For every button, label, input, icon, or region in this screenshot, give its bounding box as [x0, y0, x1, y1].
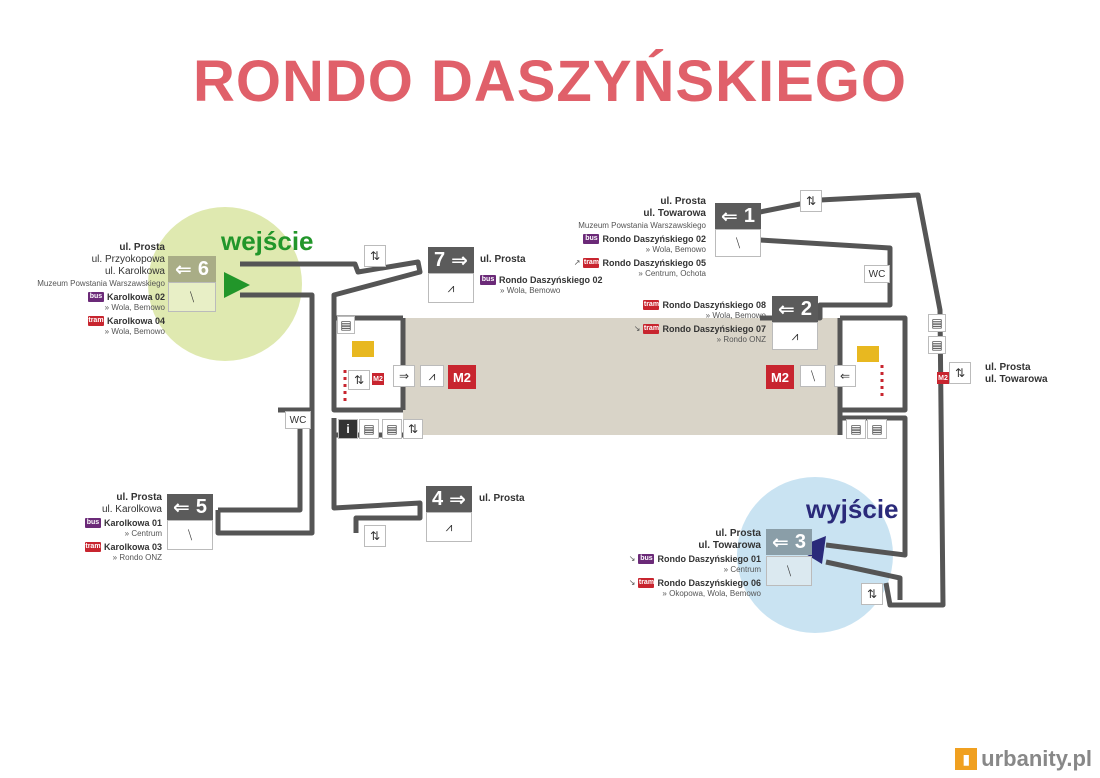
exit-7-sign: 7⇒: [428, 247, 474, 273]
exit-1-label: ul. Prosta ul. Towarowa Muzeum Powstania…: [540, 196, 706, 280]
exit-arrow-icon: ⇒: [449, 488, 466, 511]
ticket-machine-icon: ▤: [928, 336, 946, 354]
entrance-callout: wejście: [221, 226, 314, 256]
urbanity-logo-icon: ▮: [955, 748, 978, 770]
info-icon: i: [338, 419, 358, 439]
ticket-machine-icon: ▤: [337, 316, 355, 334]
exit-arrow-icon: ⇒: [451, 249, 468, 272]
exit-4-label: ul. Prosta: [479, 493, 525, 504]
elevator-icon: ⇅: [800, 190, 822, 212]
ticket-machine-icon: ▤: [867, 419, 887, 439]
stairs-icon: ⩘: [420, 365, 444, 387]
elevator-icon: ⇅: [403, 419, 423, 439]
side-street-label: ul. Prosta ul. Towarowa: [985, 362, 1048, 385]
escalator-icon: ⧹: [800, 365, 826, 387]
wc-sign-left: WC: [285, 411, 311, 429]
ticket-machine-icon: ▤: [359, 419, 379, 439]
exit-arrow-icon: ⇐: [173, 496, 190, 519]
exit-arrow-icon: ⇐: [772, 531, 789, 554]
metro-mini-sign-right: M2: [937, 372, 949, 384]
exit-5-sign: ⇐5: [167, 494, 213, 520]
map-title: RONDO DASZYŃSKIEGO: [192, 49, 908, 114]
elevator-icon: ⇅: [949, 362, 971, 384]
exit-arrow-icon: ⇐: [175, 258, 192, 281]
elevator-icon: ⇅: [364, 525, 386, 547]
exit-4-sign: 4⇒: [426, 486, 472, 512]
wc-sign-right: WC: [864, 265, 890, 283]
stairs-icon: ⩘: [772, 322, 818, 350]
exit-6-sign: ⇐6: [168, 256, 216, 282]
exit-arrow-icon: ⇐: [834, 365, 856, 387]
exit-2-sign: ⇐2: [772, 296, 818, 322]
escalator-icon: ⧹: [715, 229, 761, 257]
exit-6-label: ul. Prosta ul. Przyokopowa ul. Karolkowa…: [24, 242, 165, 338]
ticket-machine-icon: ▤: [382, 419, 402, 439]
metro-mini-sign-left: M2: [372, 373, 384, 385]
metro-line-sign-left: M2: [448, 365, 476, 389]
watermark: ▮ urbanity.pl: [955, 746, 1092, 772]
escalator-icon: ⧹: [168, 282, 216, 312]
ticket-machine-icon: ▤: [846, 419, 866, 439]
exit-3-sign: ⇐3: [766, 529, 812, 555]
ticket-machine-icon: ▤: [928, 314, 946, 332]
elevator-icon: ⇅: [364, 245, 386, 267]
entrance-arrow-icon: [224, 272, 250, 298]
elevator-icon: ⇅: [861, 583, 883, 605]
exit-1-sign: ⇐1: [715, 203, 761, 229]
exit-arrow-icon: ⇐: [778, 298, 795, 321]
exit-callout: wyjście: [806, 494, 899, 524]
corridors: [215, 192, 946, 608]
elevator-marker-right: [857, 346, 879, 362]
escalator-icon: ⧹: [766, 556, 812, 586]
stairs-icon: ⩘: [426, 512, 472, 542]
escalator-icon: ⧹: [167, 520, 213, 550]
stairs-icon: ⩘: [428, 273, 474, 303]
elevator-marker-left: [352, 341, 374, 357]
exit-arrow-icon: ⇐: [721, 205, 738, 228]
metro-line-sign-right: M2: [766, 365, 794, 389]
exit-arrow-icon: ⇒: [393, 365, 415, 387]
elevator-icon: ⇅: [348, 370, 370, 390]
